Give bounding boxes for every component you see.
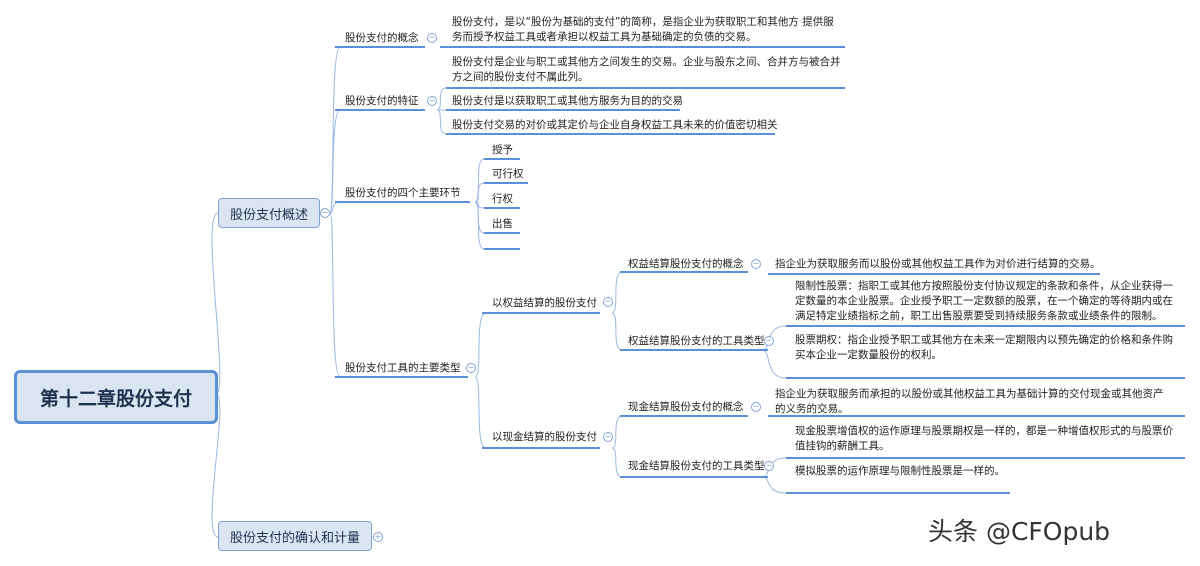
- node-features[interactable]: 股份支付的特征: [345, 95, 419, 107]
- leaf-cash-concept[interactable]: 指企业为获取服务而承担的以股份或其他权益工具为基础计算的交付现金或其他资产的义务…: [775, 388, 1164, 415]
- leaf-cash-tool[interactable]: 现金股票增值权的运作原理与股票期权是一样的，都是一种增值权形式的与股票价值挂钩的…: [795, 425, 1173, 452]
- node-cash-concept[interactable]: 现金结算股份支付的概念: [628, 401, 744, 413]
- leaf-stage[interactable]: 可行权: [492, 168, 524, 180]
- collapse-icon[interactable]: −: [751, 259, 761, 269]
- watermark: 头条 @CFOpub: [928, 517, 1111, 546]
- root-node[interactable]: 第十二章股份支付: [14, 370, 218, 424]
- node-types[interactable]: 股份支付工具的主要类型: [345, 362, 461, 374]
- node-cash-tools[interactable]: 现金结算股份支付的工具类型: [628, 460, 765, 472]
- node-cash[interactable]: 以现金结算的股份支付: [492, 431, 597, 443]
- leaf-stage[interactable]: 授予: [492, 144, 513, 156]
- collapse-icon[interactable]: −: [751, 402, 761, 412]
- collapse-icon[interactable]: −: [603, 297, 613, 307]
- node-equity-concept[interactable]: 权益结算股份支付的概念: [628, 258, 744, 270]
- leaf-stage[interactable]: 行权: [492, 193, 513, 205]
- node-equity-tools[interactable]: 权益结算股份支付的工具类型: [628, 335, 765, 347]
- node-overview[interactable]: 股份支付概述: [218, 198, 320, 228]
- node-recognition[interactable]: 股份支付的确认和计量: [218, 521, 372, 551]
- leaf-equity-tool[interactable]: 股票期权：指企业授予职工或其他方在未来一定期限内以预先确定的价格和条件购买本企业…: [795, 334, 1173, 361]
- collapse-icon[interactable]: −: [427, 96, 437, 106]
- leaf-stage[interactable]: 出售: [492, 218, 513, 230]
- node-concept[interactable]: 股份支付的概念: [345, 32, 419, 44]
- node-equity[interactable]: 以权益结算的股份支付: [492, 297, 597, 309]
- leaf-equity-concept[interactable]: 指企业为获取服务而以股份或其他权益工具作为对价进行结算的交易。: [775, 258, 1101, 270]
- collapse-icon[interactable]: −: [466, 363, 476, 373]
- expand-icon[interactable]: +: [373, 532, 383, 542]
- leaf-cash-tool[interactable]: 模拟股票的运作原理与限制性股票是一样的。: [795, 465, 1005, 477]
- collapse-icon[interactable]: −: [603, 432, 613, 442]
- leaf-feature[interactable]: 股份支付交易的对价或其定价与企业自身权益工具未来的价值密切相关: [452, 119, 778, 131]
- collapse-icon[interactable]: −: [764, 461, 774, 471]
- collapse-icon[interactable]: −: [320, 208, 330, 218]
- leaf-concept[interactable]: 股份支付，是以“股份为基础的支付”的简称，是指企业为获取职工和其他方 提供服务而…: [452, 16, 834, 43]
- leaf-feature[interactable]: 股份支付是企业与职工或其他方之间发生的交易。企业与股东之间、合并方与被合并方之间…: [452, 56, 841, 83]
- node-stages[interactable]: 股份支付的四个主要环节: [345, 187, 461, 199]
- collapse-icon[interactable]: −: [764, 336, 774, 346]
- collapse-icon[interactable]: −: [427, 33, 437, 43]
- leaf-feature[interactable]: 股份支付是以获取职工或其他方服务为目的的交易: [452, 95, 683, 107]
- leaf-equity-tool[interactable]: 限制性股票：指职工或其他方按照股份支付协议规定的条款和条件，从企业获得一定数量的…: [795, 280, 1173, 322]
